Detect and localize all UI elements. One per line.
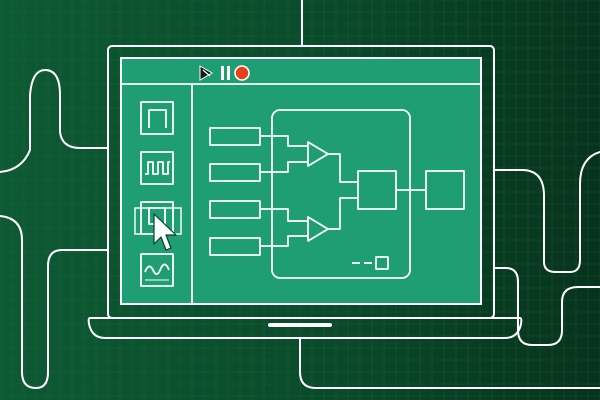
block-palette — [134, 84, 193, 304]
pause-icon[interactable] — [218, 64, 232, 82]
mouse-cursor-icon — [153, 213, 177, 251]
sine-wave-block-icon[interactable] — [139, 252, 175, 288]
square-wave-block-icon[interactable] — [139, 150, 175, 186]
laptop-screen — [120, 57, 482, 305]
amplifier-block[interactable] — [307, 141, 329, 167]
connection-wire — [260, 208, 308, 222]
laptop — [87, 45, 523, 339]
connection-wire — [260, 161, 308, 173]
connection-wire — [328, 153, 358, 183]
port-block[interactable] — [375, 256, 389, 270]
connection-wire — [328, 197, 358, 230]
connection-wire — [260, 135, 308, 147]
circuit-traces — [0, 0, 600, 389]
amplifier-block[interactable] — [307, 216, 329, 242]
diagram-canvas — [209, 109, 465, 279]
output-block[interactable] — [425, 170, 465, 210]
record-icon[interactable] — [234, 65, 250, 81]
circuit-trace-bottom — [299, 337, 600, 389]
circuit-trace-left-upper — [0, 69, 109, 173]
circuit-trace-right-upper — [493, 151, 600, 273]
run-icon[interactable] — [198, 64, 214, 82]
laptop-trackpad-notch — [268, 323, 332, 327]
subsystem-container[interactable] — [271, 109, 411, 279]
laptop-base — [87, 317, 523, 339]
circuit-trace-right-lower — [493, 267, 600, 346]
connection-wire — [260, 235, 308, 247]
toolbar — [121, 64, 481, 85]
circuit-trace-left-lower — [0, 215, 109, 389]
square-block-icon[interactable] — [139, 100, 175, 136]
